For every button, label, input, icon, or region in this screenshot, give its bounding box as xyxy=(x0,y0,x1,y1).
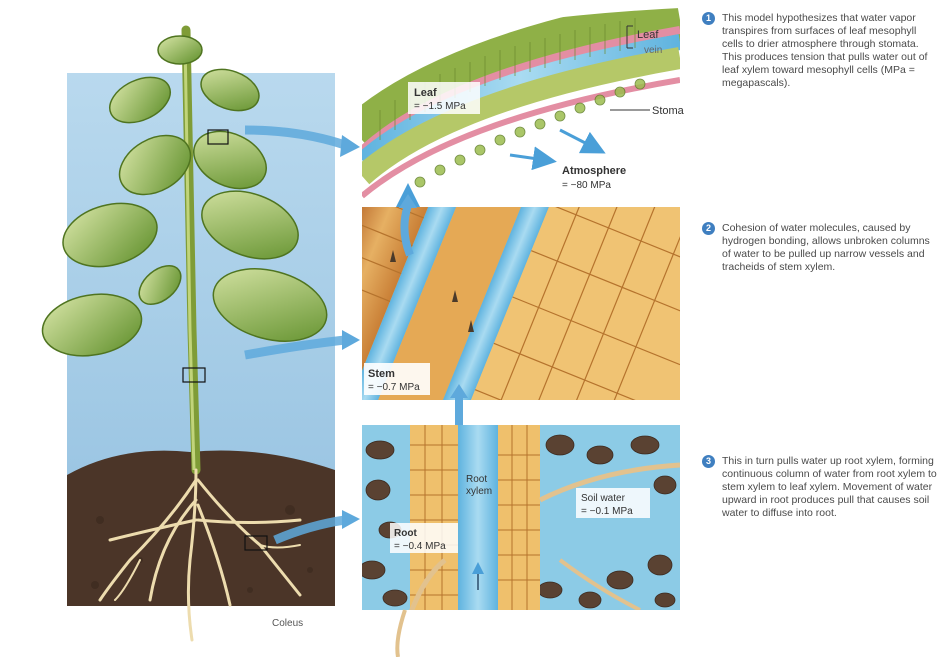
soil-water-value: = −0.1 MPa xyxy=(581,506,633,517)
soil-water-label: Soil water xyxy=(581,493,626,504)
note-2-text: Cohesion of water molecules, caused by h… xyxy=(722,222,938,274)
note-1: 1 This model hypothesizes that water vap… xyxy=(702,12,938,90)
note-2: 2 Cohesion of water molecules, caused by… xyxy=(702,222,938,274)
note-3-number: 3 xyxy=(702,455,715,468)
stoma-label: Stoma xyxy=(652,105,685,117)
arrow-right-icon xyxy=(340,135,360,157)
vein-label: vein xyxy=(644,45,662,56)
stem-label: Stem xyxy=(368,368,395,380)
note-3: 3 This in turn pulls water up root xylem… xyxy=(702,455,938,520)
root-xylem-label-1: Root xyxy=(466,474,487,485)
leaf-label: Leaf xyxy=(414,87,437,99)
plant-illustration xyxy=(38,30,335,640)
root-xylem-panel: Root xylem Soil water = −0.1 MPa Root = … xyxy=(359,425,680,657)
note-1-text: This model hypothesizes that water vapor… xyxy=(722,12,938,90)
leaf-top-label: Leaf xyxy=(637,29,659,41)
arrow-right-icon xyxy=(342,510,360,529)
leaf-cross-section-panel: Leaf vein Stoma Leaf = −1.5 MPa Atmosphe… xyxy=(360,5,690,225)
leaf-value: = −1.5 MPa xyxy=(414,101,466,112)
root-value: = −0.4 MPa xyxy=(394,541,446,552)
root-label: Root xyxy=(394,528,417,539)
note-2-number: 2 xyxy=(702,222,715,235)
atmosphere-value: = −80 MPa xyxy=(562,180,611,191)
atmosphere-label: Atmosphere xyxy=(562,165,626,177)
note-3-text: This in turn pulls water up root xylem, … xyxy=(722,455,938,520)
arrow-right-icon xyxy=(342,330,360,350)
plant-name-label: Coleus xyxy=(272,618,303,629)
stem-value: = −0.7 MPa xyxy=(368,382,420,393)
note-1-number: 1 xyxy=(702,12,715,25)
root-xylem-label-2: xylem xyxy=(466,486,492,497)
